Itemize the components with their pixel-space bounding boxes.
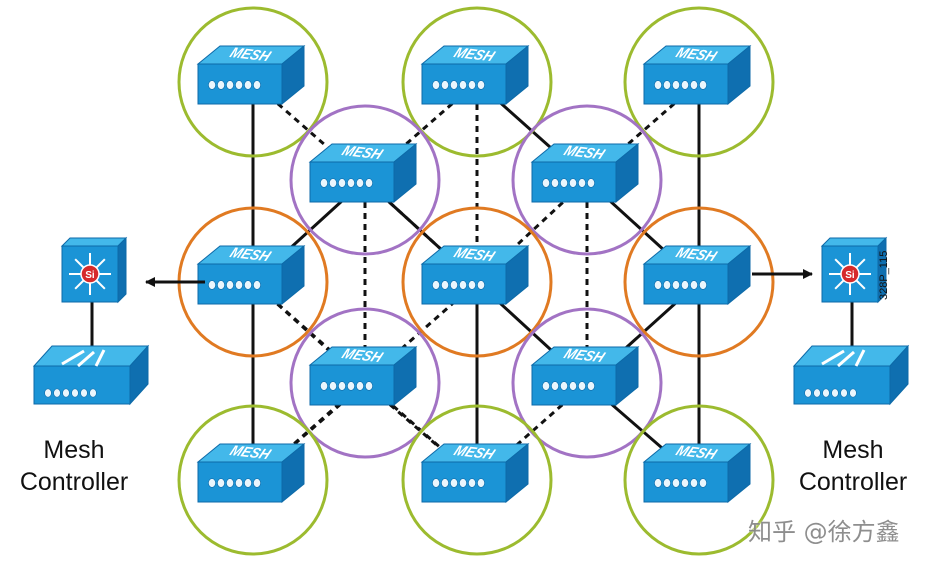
mesh-node-label: MESH bbox=[451, 443, 497, 463]
mesh-node-label: MESH bbox=[561, 143, 607, 163]
mesh-nodes: MESH MESH MESH MESH MESH MESH MESH MESH MESH MESH… bbox=[197, 45, 751, 503]
mesh-access-point-icon: MESH bbox=[643, 443, 751, 503]
mesh-node-label: MESH bbox=[339, 143, 385, 163]
coverage-ring-g2 bbox=[401, 6, 553, 158]
figure-code: 328P_115 bbox=[878, 250, 890, 300]
mesh-access-point-icon: MESH bbox=[197, 245, 305, 305]
coverage-ring-o3 bbox=[623, 206, 775, 358]
switch-badge: Si bbox=[85, 270, 95, 281]
controller-label-right-line2: Controller bbox=[798, 468, 908, 496]
mesh-access-point-icon: MESH bbox=[309, 346, 417, 406]
workgroup-switch-icon bbox=[32, 344, 150, 406]
wireless-link-o1-g5 bbox=[252, 280, 478, 482]
controller-label-right: Mesh Controller bbox=[778, 434, 928, 498]
mesh-node-label: MESH bbox=[339, 346, 385, 366]
mesh-node-label: MESH bbox=[561, 346, 607, 366]
controller-label-left-line1: Mesh bbox=[43, 436, 105, 464]
controller-label-right-line1: Mesh bbox=[822, 436, 884, 464]
coverage-ring-p2 bbox=[511, 104, 663, 256]
mesh-node-label: MESH bbox=[451, 45, 497, 65]
mesh-controller-right: Si bbox=[792, 236, 910, 406]
coverage-rings bbox=[177, 6, 775, 556]
mesh-access-point-icon: MESH bbox=[197, 45, 305, 105]
mesh-node-label: MESH bbox=[227, 443, 273, 463]
mesh-access-point-icon: MESH bbox=[643, 45, 751, 105]
layer3-switch-icon: Si bbox=[820, 236, 888, 304]
coverage-ring-o2 bbox=[401, 206, 553, 358]
mesh-node-label: MESH bbox=[673, 443, 719, 463]
workgroup-switch-icon bbox=[792, 344, 910, 406]
coverage-ring-p1 bbox=[289, 104, 441, 256]
mesh-access-point-icon: MESH bbox=[421, 45, 529, 105]
mesh-node-label: MESH bbox=[673, 245, 719, 265]
layer3-switch-icon: Si bbox=[60, 236, 128, 304]
coverage-ring-p3 bbox=[289, 307, 441, 459]
mesh-node-label: MESH bbox=[673, 45, 719, 65]
coverage-ring-p4 bbox=[511, 307, 663, 459]
controller-label-left-line2: Controller bbox=[19, 468, 129, 496]
mesh-access-point-icon: MESH bbox=[531, 346, 639, 406]
coverage-ring-g1 bbox=[177, 6, 329, 158]
coverage-ring-g6 bbox=[623, 404, 775, 556]
mesh-access-point-icon: MESH bbox=[309, 143, 417, 203]
controller-label-left: Mesh Controller bbox=[0, 434, 149, 498]
mesh-node-label: MESH bbox=[451, 245, 497, 265]
switch-badge: Si bbox=[845, 270, 855, 281]
coverage-ring-g4 bbox=[177, 404, 329, 556]
mesh-controllers: Si Si bbox=[32, 236, 910, 406]
mesh-access-point-icon: MESH bbox=[421, 245, 529, 305]
watermark: 知乎 @徐方鑫 bbox=[748, 518, 900, 546]
mesh-access-point-icon: MESH bbox=[421, 443, 529, 503]
uplink-arrows bbox=[145, 269, 813, 287]
mesh-controller-left: Si bbox=[32, 236, 150, 406]
mesh-access-point-icon: MESH bbox=[197, 443, 305, 503]
coverage-ring-g3 bbox=[623, 6, 775, 158]
mesh-access-point-icon: MESH bbox=[531, 143, 639, 203]
coverage-ring-g5 bbox=[401, 404, 553, 556]
mesh-access-point-icon: MESH bbox=[643, 245, 751, 305]
mesh-node-label: MESH bbox=[227, 45, 273, 65]
mesh-node-label: MESH bbox=[227, 245, 273, 265]
